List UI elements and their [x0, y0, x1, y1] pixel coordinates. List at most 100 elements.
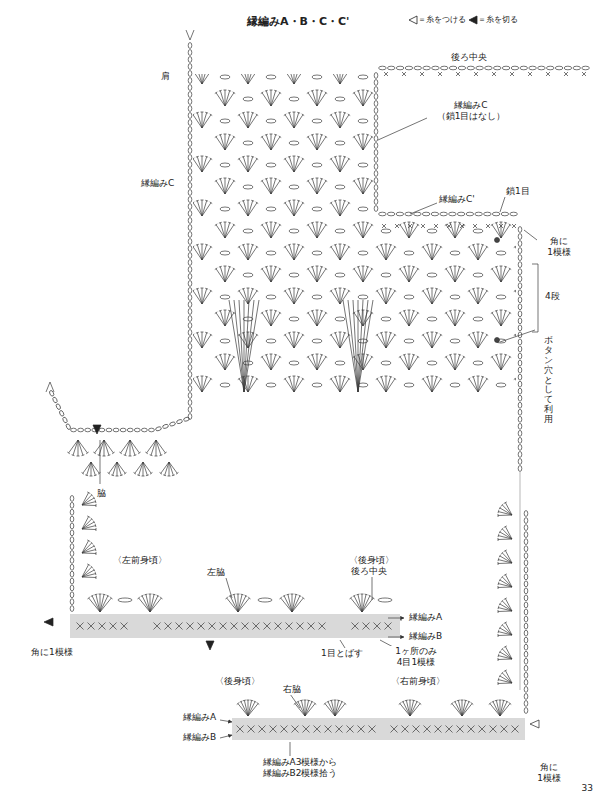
double-crochet [91, 462, 99, 473]
chain-stitch [484, 212, 492, 216]
double-crochet [524, 244, 525, 260]
single-crochet [352, 623, 359, 630]
double-crochet [317, 90, 318, 106]
chain-stitch [379, 212, 387, 216]
double-crochet [197, 113, 202, 128]
single-crochet [231, 623, 238, 630]
double-crochet [478, 159, 487, 172]
stitch-top [463, 136, 465, 138]
stitch-top [87, 492, 90, 493]
stitch-top [408, 134, 411, 135]
stitch-top [325, 224, 327, 226]
chain-stitch [374, 192, 378, 198]
stitch-top [523, 288, 526, 289]
double-crochet [340, 377, 345, 392]
stitch-top [334, 700, 337, 701]
chain-stitch [427, 361, 437, 365]
double-crochet [446, 313, 455, 326]
double-crochet [271, 181, 280, 194]
double-crochet [478, 332, 479, 348]
stitch-top [261, 180, 263, 182]
double-crochet [202, 332, 203, 348]
single-crochet [209, 623, 216, 630]
stitch-top [440, 70, 442, 72]
chain-stitch [524, 567, 528, 573]
double-crochet [143, 462, 151, 473]
chain-stitch [524, 581, 528, 587]
chain-stitch [519, 97, 529, 101]
stitch-top [495, 354, 498, 356]
stitch-top [509, 703, 511, 705]
double-crochet [363, 135, 368, 150]
stitch-top [403, 266, 406, 268]
stitch-top [532, 114, 534, 116]
chain-stitch [289, 361, 299, 365]
stitch-top [412, 266, 415, 268]
double-crochet [248, 200, 249, 216]
single-crochet [421, 224, 425, 228]
stitch-top [497, 514, 498, 517]
stitch-top [288, 112, 291, 114]
stitch-top [518, 200, 521, 202]
stitch-top [248, 597, 250, 599]
single-crochet [319, 623, 326, 630]
stitch-top [270, 134, 273, 135]
double-crochet [202, 377, 207, 392]
stitch-top [468, 378, 470, 380]
chain-stitch [188, 190, 192, 196]
stitch-top [509, 180, 511, 182]
stitch-top [297, 200, 300, 202]
double-crochet [404, 91, 409, 106]
double-crochet [524, 201, 529, 216]
chain-stitch [467, 66, 475, 70]
single-crochet [447, 224, 451, 228]
double-crochet [220, 355, 225, 370]
stitch-top [357, 222, 360, 224]
stitch-top [399, 224, 401, 226]
double-crochet [432, 247, 441, 260]
single-crochet [77, 623, 84, 630]
double-crochet [202, 288, 203, 304]
double-crochet [524, 377, 529, 392]
stitch-top [256, 158, 258, 160]
double-crochet [501, 266, 502, 282]
double-crochet [197, 157, 202, 172]
stitch-top [330, 378, 332, 380]
stitch-top [334, 376, 337, 378]
stitch-top [504, 502, 507, 503]
chain-stitch [518, 276, 522, 282]
stitch-top [274, 310, 277, 312]
double-crochet [432, 288, 433, 304]
stitch-top [495, 700, 498, 702]
double-crochet [524, 379, 533, 392]
chain-stitch [188, 127, 192, 133]
double-crochet [455, 266, 456, 282]
double-crochet [363, 179, 368, 194]
double-crochet [156, 440, 165, 453]
double-crochet [386, 335, 395, 348]
stitch-top [498, 582, 500, 585]
stitch-top [343, 244, 346, 246]
chain-stitch [70, 496, 74, 502]
stitch-top [288, 156, 291, 158]
stitch-top [215, 356, 217, 358]
double-crochet [202, 379, 211, 392]
stitch-top [366, 266, 369, 268]
double-crochet [225, 179, 230, 194]
double-crochet [225, 181, 234, 194]
stitch-top [514, 114, 516, 116]
double-crochet [446, 269, 455, 282]
stitch-top [399, 92, 401, 94]
double-crochet [524, 288, 525, 304]
stitch-top [91, 494, 93, 496]
stitch-top [302, 597, 304, 599]
double-crochet [266, 91, 271, 106]
single-crochet [88, 623, 95, 630]
stitch-top [353, 224, 355, 226]
double-crochet [289, 377, 294, 392]
chain-stitch [62, 417, 68, 424]
double-crochet [519, 157, 524, 172]
stitch-top [238, 246, 240, 248]
double-crochet [455, 354, 456, 370]
stitch-top [219, 310, 222, 312]
